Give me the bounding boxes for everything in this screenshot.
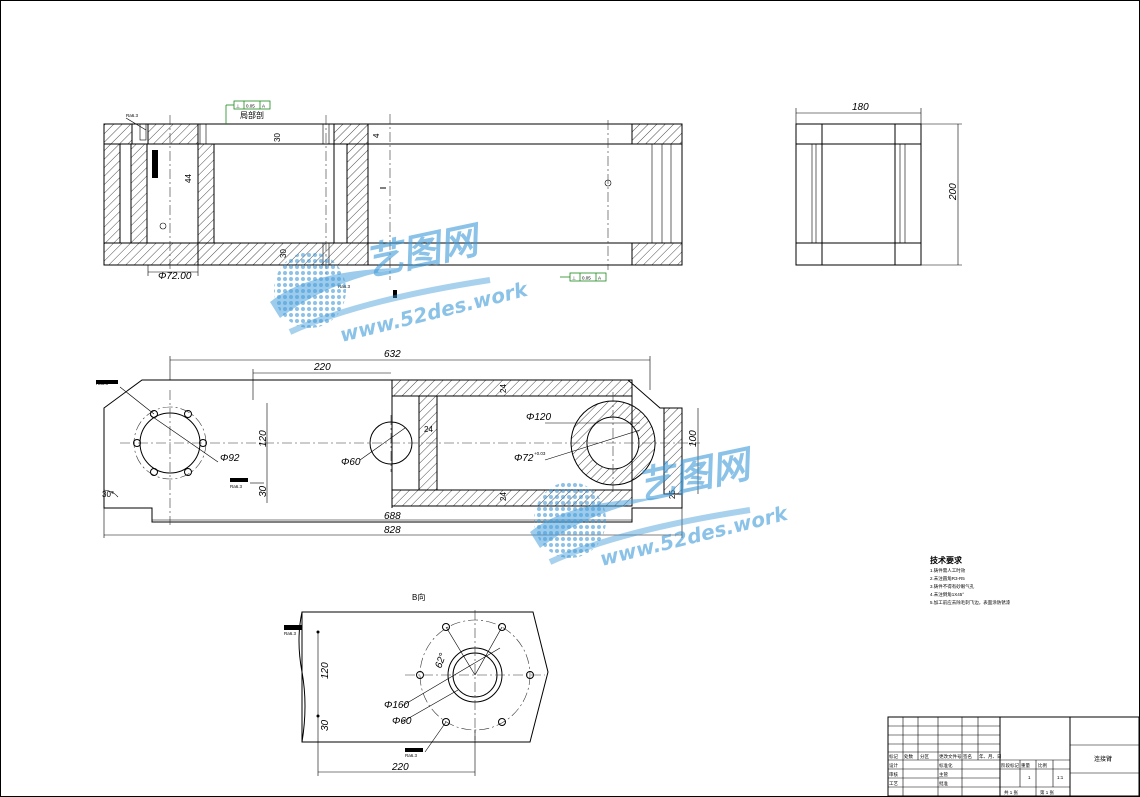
dim-30deg: 30° xyxy=(102,490,114,499)
svg-text:艺图网: 艺图网 xyxy=(361,217,487,285)
svg-text:重量: 重量 xyxy=(1021,762,1030,769)
dim-220: 220 xyxy=(313,362,331,373)
notes-title: 技术要求 xyxy=(930,555,963,565)
note-line-5: 5.加工前应去除毛刺飞边，表面涂防锈漆 xyxy=(930,599,1011,606)
svg-text:处数: 处数 xyxy=(904,753,913,760)
svg-text:年、月、日: 年、月、日 xyxy=(979,753,1002,760)
dim-30a: 30 xyxy=(258,485,269,497)
rough-a: Ra6.3 xyxy=(126,113,139,118)
svg-text:0.05: 0.05 xyxy=(246,104,255,109)
note-line-1: 1.铸件需人工时效 xyxy=(930,567,966,574)
dim-180: 180 xyxy=(852,102,869,113)
svg-text:标准化: 标准化 xyxy=(939,762,953,769)
dim-24c: 24 xyxy=(499,492,508,501)
dim-d72b: Φ72 xyxy=(514,453,534,464)
part-name: 连接臂 xyxy=(1094,755,1112,763)
dim-d60: Φ60 xyxy=(341,457,361,468)
dim-b120: 120 xyxy=(320,662,331,679)
view-b-label: B向 xyxy=(412,592,425,602)
svg-text:共 1 张: 共 1 张 xyxy=(1004,789,1019,796)
svg-text:审核: 审核 xyxy=(889,771,898,778)
dim-d72: Φ72.00 xyxy=(158,271,192,282)
svg-text:批准: 批准 xyxy=(939,780,948,787)
svg-text:标记: 标记 xyxy=(889,753,898,760)
dim-200: 200 xyxy=(948,183,959,201)
dim-24b: 24 xyxy=(499,384,508,393)
top-section-view: Φ72.00 30 30 44 4 局部剖 Ra6.3 ⊥ 0.05 A ⊥ 0… xyxy=(103,100,683,298)
tolerance-frame-top: ⊥ 0.05 A xyxy=(225,100,271,124)
note-line-4: 4.未注倒角1X45° xyxy=(930,591,964,598)
dim-b62: 62° xyxy=(434,652,450,670)
dim-100: 100 xyxy=(688,430,699,447)
dim-828: 828 xyxy=(384,525,401,536)
dim-d120: Φ120 xyxy=(526,412,551,423)
dim-b30: 30 xyxy=(320,719,331,731)
dim-24a: 24 xyxy=(424,425,433,434)
dim-688: 688 xyxy=(384,511,401,522)
dim-632: 632 xyxy=(384,349,401,360)
dim-26: 26 xyxy=(668,490,677,499)
side-view: 180 200 xyxy=(795,102,962,266)
svg-text:签名: 签名 xyxy=(963,753,972,760)
rough-e: Ra6.3 xyxy=(284,631,297,636)
svg-text:主管: 主管 xyxy=(939,771,948,778)
svg-text:分区: 分区 xyxy=(920,753,929,760)
svg-text:阶段标记: 阶段标记 xyxy=(1001,762,1019,769)
title-block: 标记 处数 分区 更改文件号 签名 年、月、日 设计 标准化 审核 工艺 主管 … xyxy=(887,716,1140,797)
svg-text:设计: 设计 xyxy=(889,762,898,769)
dim-b160: Φ160 xyxy=(384,700,409,711)
technical-requirements: 技术要求 1.铸件需人工时效 2.未注圆角R3-R5 3.铸件不得有砂眼气孔 4… xyxy=(930,555,1011,606)
dim-30-bot: 30 xyxy=(279,249,288,258)
svg-text:1:1: 1:1 xyxy=(1057,775,1064,780)
tolerance-frame-bottom: ⊥ 0.05 A xyxy=(560,272,607,282)
svg-text:工艺: 工艺 xyxy=(889,781,898,786)
svg-text:比例: 比例 xyxy=(1038,762,1047,769)
rough-d: Ra6.3 xyxy=(230,484,243,489)
note-line-3: 3.铸件不得有砂眼气孔 xyxy=(930,583,975,590)
dim-b60: Φ60 xyxy=(392,716,412,727)
watermark-logo-1: 艺图网 www.52des.work xyxy=(270,217,531,347)
svg-text:1: 1 xyxy=(1028,775,1031,780)
note-line-2: 2.未注圆角R3-R5 xyxy=(930,575,965,582)
svg-text:A: A xyxy=(598,276,601,281)
dim-30-top: 30 xyxy=(273,133,282,142)
dim-d92: Φ92 xyxy=(220,453,240,464)
svg-text:A: A xyxy=(262,104,265,109)
svg-text:0.05: 0.05 xyxy=(582,276,591,281)
rough-f: Ra6.3 xyxy=(405,753,418,758)
svg-text:更改文件号: 更改文件号 xyxy=(939,753,962,760)
top-section-label: 局部剖 xyxy=(240,110,264,120)
dim-44: 44 xyxy=(184,174,193,183)
svg-text:⊥: ⊥ xyxy=(236,104,240,109)
dim-d72-tol: +0.03 xyxy=(534,451,546,456)
svg-text:第 1 张: 第 1 张 xyxy=(1040,789,1055,796)
view-b: B向 62° 120 30 Ra6.3 220 Φ160 Φ60 xyxy=(284,592,549,776)
dim-m: 4 xyxy=(372,133,381,138)
dim-120: 120 xyxy=(258,430,269,447)
watermark-logo-2: 艺图网 www.52des.work xyxy=(530,441,791,571)
svg-text:⊥: ⊥ xyxy=(572,276,576,281)
dim-b220: 220 xyxy=(391,762,409,773)
